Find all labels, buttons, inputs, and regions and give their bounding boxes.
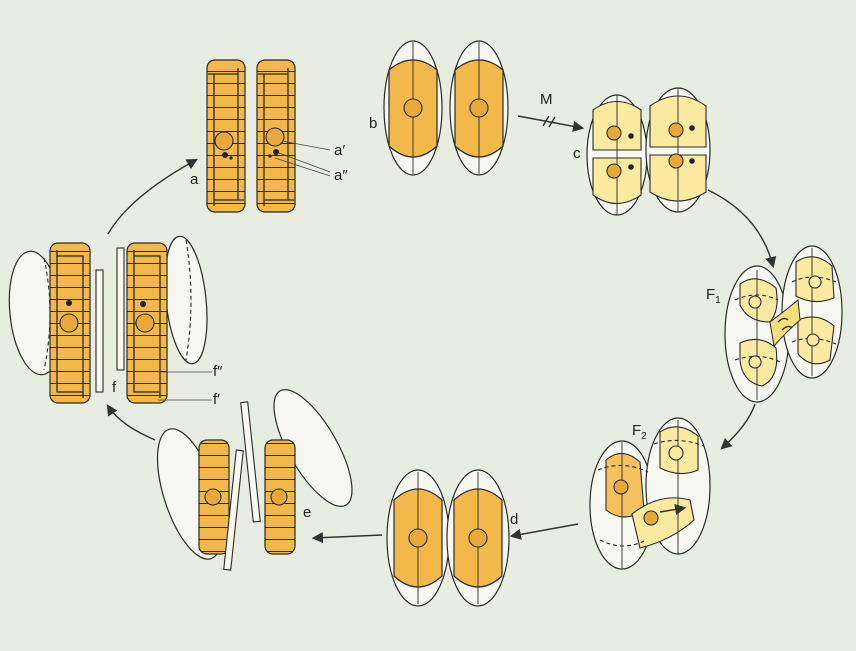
arrow-f-to-a [107, 158, 198, 235]
label-a: a [190, 171, 199, 188]
stage-d-cells [386, 469, 510, 607]
label-a-double-prime: a″ [334, 167, 348, 184]
label-c: c [573, 145, 581, 162]
arrow-f1-to-f2 [720, 403, 756, 450]
stage-f2-cells [589, 417, 711, 570]
label-e: e [303, 504, 311, 521]
stage-a-cells [206, 59, 331, 213]
label-f-prime: f′ [213, 391, 220, 408]
arrow-b-to-c [517, 115, 585, 132]
arrow-c-to-f1 [707, 189, 777, 269]
stage-b-cells [383, 40, 509, 176]
arrow-d-to-e [311, 532, 383, 544]
label-f1: F1 [706, 286, 721, 306]
stage-e-cells [156, 388, 353, 571]
label-d: d [510, 511, 518, 528]
label-b: b [369, 115, 377, 132]
stage-f-cells [8, 235, 212, 404]
label-f: f [112, 379, 117, 396]
label-a-prime: a′ [334, 142, 345, 159]
stage-f1-cells [724, 245, 843, 403]
label-m: M [540, 91, 553, 108]
label-f2: F2 [632, 422, 647, 442]
arrow-e-to-f [106, 404, 156, 441]
stage-c-cells [586, 87, 711, 216]
label-f-double-prime: f″ [213, 363, 223, 380]
arrow-f2-to-d [509, 523, 579, 540]
